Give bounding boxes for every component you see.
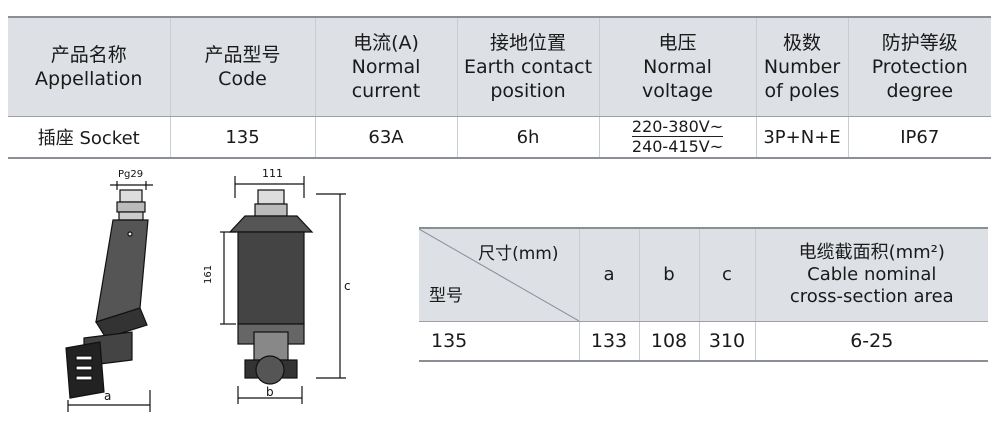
dimension-header-b: b bbox=[638, 227, 699, 322]
dimension-header-a: a bbox=[578, 227, 639, 322]
dimension-header-row: 尺寸(mm) 型号 a b c 电缆截面积(mm²) Cable nominal… bbox=[419, 227, 988, 322]
spec-cell-code: 135 bbox=[169, 116, 315, 159]
technical-drawing: Pg29 a 111 161 c b bbox=[65, 167, 351, 412]
dimension-row: 135 133 108 310 6-25 bbox=[419, 321, 988, 362]
dimension-cell-c: 310 bbox=[698, 321, 755, 362]
dimension-header-diagonal: 尺寸(mm) 型号 bbox=[419, 227, 579, 322]
dimension-header-cable: 电缆截面积(mm²) Cable nominal cross-section a… bbox=[754, 227, 988, 322]
voltage-value-2: 240-415V~ bbox=[631, 137, 724, 156]
dimension-cell-a: 133 bbox=[578, 321, 639, 362]
dimension-cell-cable: 6-25 bbox=[754, 321, 988, 362]
spec-cell-earth-position: 6h bbox=[456, 116, 599, 159]
front-label-b: b bbox=[266, 385, 274, 399]
dimension-header-c: c bbox=[698, 227, 755, 322]
spec-cell-current: 63A bbox=[314, 116, 457, 159]
front-view-drawing bbox=[220, 176, 346, 404]
front-label-c: c bbox=[344, 279, 351, 293]
dimension-header-model: 型号 bbox=[429, 286, 463, 306]
side-view-drawing bbox=[65, 181, 153, 412]
side-label-a: a bbox=[104, 389, 111, 403]
dimension-cell-model: 135 bbox=[419, 321, 579, 362]
spec-cell-poles: 3P+N+E bbox=[755, 116, 848, 159]
dimension-header-size: 尺寸(mm) bbox=[478, 244, 559, 264]
spec-cell-protection: IP67 bbox=[847, 116, 991, 159]
spec-row: 插座 Socket 135 63A 6h 220-380V~240-415V~ … bbox=[8, 116, 991, 159]
spec-cell-voltage: 220-380V~240-415V~ bbox=[598, 116, 756, 159]
dimension-cell-b: 108 bbox=[638, 321, 699, 362]
front-label-top: 111 bbox=[262, 167, 283, 180]
voltage-value-1: 220-380V~ bbox=[631, 117, 724, 137]
side-label-gland: Pg29 bbox=[118, 169, 143, 180]
dimension-table: 尺寸(mm) 型号 a b c 电缆截面积(mm²) Cable nominal… bbox=[419, 227, 988, 362]
spec-cell-appellation: 插座 Socket bbox=[8, 116, 170, 159]
front-label-height: 161 bbox=[203, 265, 214, 284]
